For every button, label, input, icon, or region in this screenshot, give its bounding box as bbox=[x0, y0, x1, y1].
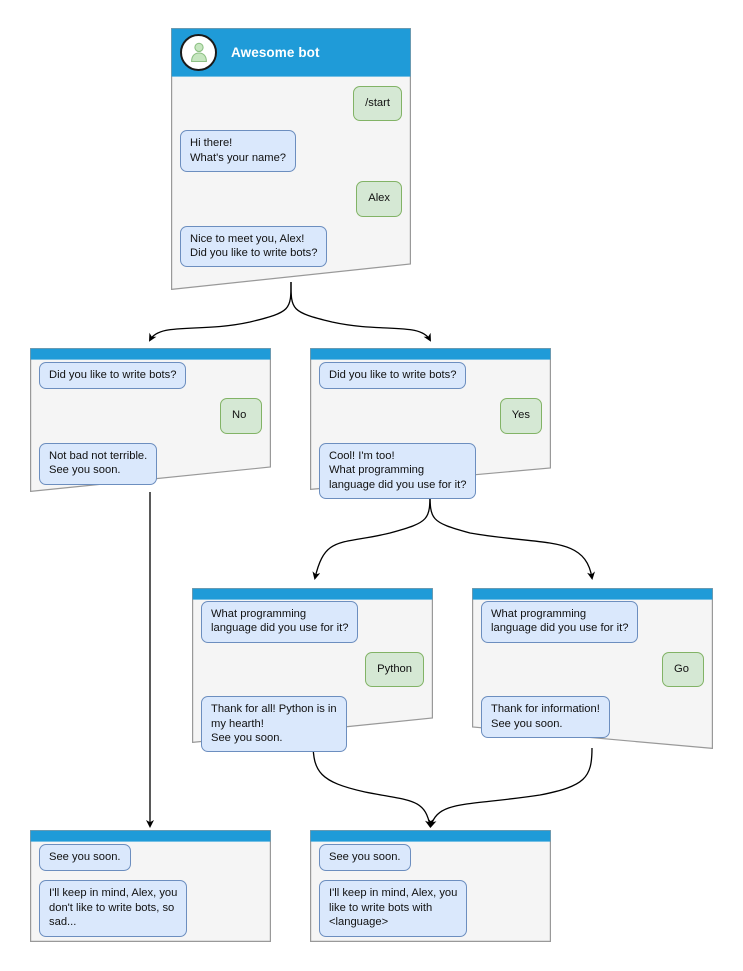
user-message-bubble[interactable]: Yes bbox=[499, 398, 542, 434]
message-row: What programming language did you use fo… bbox=[481, 601, 704, 643]
node-root-content: Awesome bot /start Hi there! What's your… bbox=[171, 28, 411, 290]
node-no-branch-content: Did you like to write bots? No Not bad n… bbox=[30, 348, 271, 492]
message-row: Thank for all! Python is in my hearth! S… bbox=[201, 696, 424, 753]
bot-message-bubble: Thank for information! See you soon. bbox=[481, 696, 610, 739]
message-list-python-branch: What programming language did you use fo… bbox=[192, 601, 433, 761]
message-row: Cool! I'm too! What programming language… bbox=[319, 442, 542, 500]
message-list-end-yes: See you soon. I'll keep in mind, Alex, y… bbox=[310, 844, 551, 946]
page-title: Awesome bot bbox=[231, 44, 320, 60]
user-message-bubble[interactable]: /start bbox=[353, 86, 402, 122]
bot-message-bubble: See you soon. bbox=[319, 844, 411, 872]
node-end-no-content: See you soon. I'll keep in mind, Alex, y… bbox=[30, 830, 271, 942]
edge-go-to-end-yes bbox=[428, 747, 593, 828]
message-list-root: /start Hi there! What's your name? Alex … bbox=[171, 86, 411, 276]
message-list-yes-branch: Did you like to write bots? Yes Cool! I'… bbox=[310, 362, 551, 508]
bot-message-bubble: I'll keep in mind, Alex, you don't like … bbox=[39, 880, 188, 937]
bot-message-bubble: What programming language did you use fo… bbox=[481, 601, 639, 643]
message-row: See you soon. bbox=[319, 844, 542, 872]
user-message-bubble[interactable]: No bbox=[220, 398, 262, 434]
bot-message-bubble: Did you like to write bots? bbox=[39, 362, 187, 390]
node-python-branch-content: What programming language did you use fo… bbox=[192, 588, 433, 753]
message-list-go-branch: What programming language did you use fo… bbox=[472, 601, 713, 747]
node-python-branch[interactable]: What programming language did you use fo… bbox=[192, 588, 433, 753]
message-list-no-branch: Did you like to write bots? No Not bad n… bbox=[30, 362, 271, 494]
message-row: See you soon. bbox=[39, 844, 262, 872]
message-row: What programming language did you use fo… bbox=[201, 601, 424, 643]
bot-message-bubble: Thank for all! Python is in my hearth! S… bbox=[201, 696, 347, 753]
person-avatar-icon bbox=[180, 33, 217, 71]
edge-root-to-no bbox=[149, 281, 292, 342]
node-go-branch-content: What programming language did you use fo… bbox=[472, 588, 713, 749]
message-row: Thank for information! See you soon. bbox=[481, 696, 704, 739]
node-end-yes-content: See you soon. I'll keep in mind, Alex, y… bbox=[310, 830, 551, 942]
message-row: Did you like to write bots? bbox=[39, 362, 262, 390]
message-row: Go bbox=[481, 651, 704, 688]
message-row: Alex bbox=[180, 181, 402, 217]
message-row: I'll keep in mind, Alex, you like to wri… bbox=[319, 880, 542, 937]
bot-message-bubble: I'll keep in mind, Alex, you like to wri… bbox=[319, 880, 468, 937]
node-go-branch[interactable]: What programming language did you use fo… bbox=[472, 588, 713, 749]
edge-root-to-yes bbox=[290, 281, 431, 342]
bot-message-bubble: What programming language did you use fo… bbox=[201, 601, 359, 643]
node-yes-branch[interactable]: Did you like to write bots? Yes Cool! I'… bbox=[310, 348, 551, 500]
bot-message-bubble: See you soon. bbox=[39, 844, 131, 872]
bot-message-bubble: Nice to meet you, Alex! Did you like to … bbox=[180, 225, 328, 268]
user-message-bubble[interactable]: Alex bbox=[356, 181, 402, 217]
message-row: Did you like to write bots? bbox=[319, 362, 542, 390]
message-row: /start bbox=[180, 86, 402, 122]
node-yes-branch-content: Did you like to write bots? Yes Cool! I'… bbox=[310, 348, 551, 500]
bot-message-bubble: Cool! I'm too! What programming language… bbox=[319, 442, 477, 500]
node-root[interactable]: Awesome bot /start Hi there! What's your… bbox=[171, 28, 411, 290]
node-end-yes[interactable]: See you soon. I'll keep in mind, Alex, y… bbox=[310, 830, 551, 942]
message-row: Python bbox=[201, 651, 424, 688]
bot-message-bubble: Not bad not terrible. See you soon. bbox=[39, 442, 158, 485]
user-message-bubble[interactable]: Python bbox=[365, 651, 424, 688]
bot-message-bubble: Hi there! What's your name? bbox=[180, 130, 297, 173]
node-no-branch[interactable]: Did you like to write bots? No Not bad n… bbox=[30, 348, 271, 492]
message-row: Nice to meet you, Alex! Did you like to … bbox=[180, 225, 402, 268]
user-message-bubble[interactable]: Go bbox=[662, 651, 704, 688]
message-row: No bbox=[39, 398, 262, 434]
message-row: Hi there! What's your name? bbox=[180, 130, 402, 173]
chat-header-root: Awesome bot bbox=[171, 28, 411, 76]
message-row: I'll keep in mind, Alex, you don't like … bbox=[39, 880, 262, 937]
message-row: Yes bbox=[319, 398, 542, 434]
bot-message-bubble: Did you like to write bots? bbox=[319, 362, 467, 390]
node-end-no[interactable]: See you soon. I'll keep in mind, Alex, y… bbox=[30, 830, 271, 942]
message-list-end-no: See you soon. I'll keep in mind, Alex, y… bbox=[30, 844, 271, 946]
message-row: Not bad not terrible. See you soon. bbox=[39, 442, 262, 485]
